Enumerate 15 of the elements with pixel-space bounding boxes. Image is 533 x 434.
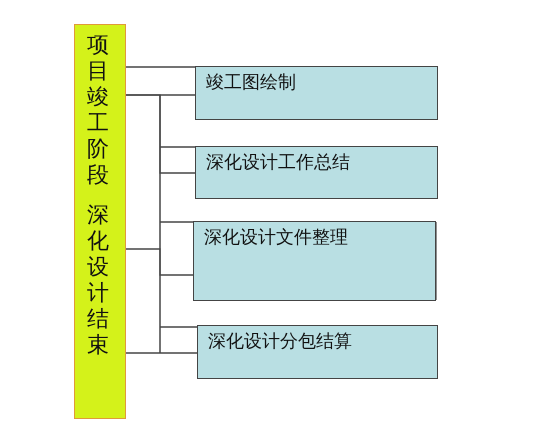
task-box xyxy=(197,325,438,379)
stage-bar xyxy=(74,24,126,419)
connector-line xyxy=(126,352,197,354)
connector-line xyxy=(126,248,193,276)
task-box xyxy=(195,66,438,120)
task-label: 深化设计工作总结 xyxy=(206,151,350,174)
task-label: 深化设计文件整理 xyxy=(204,226,348,249)
task-label: 竣工图绘制 xyxy=(206,71,296,94)
connector-line xyxy=(126,94,195,174)
task-label: 深化设计分包结算 xyxy=(208,330,352,353)
task-box xyxy=(193,221,436,301)
stage-label: 项目竣工阶段 xyxy=(87,33,110,189)
connector-line xyxy=(126,66,195,68)
stage-label: 深化设计结束 xyxy=(87,203,110,359)
task-box xyxy=(195,146,438,199)
